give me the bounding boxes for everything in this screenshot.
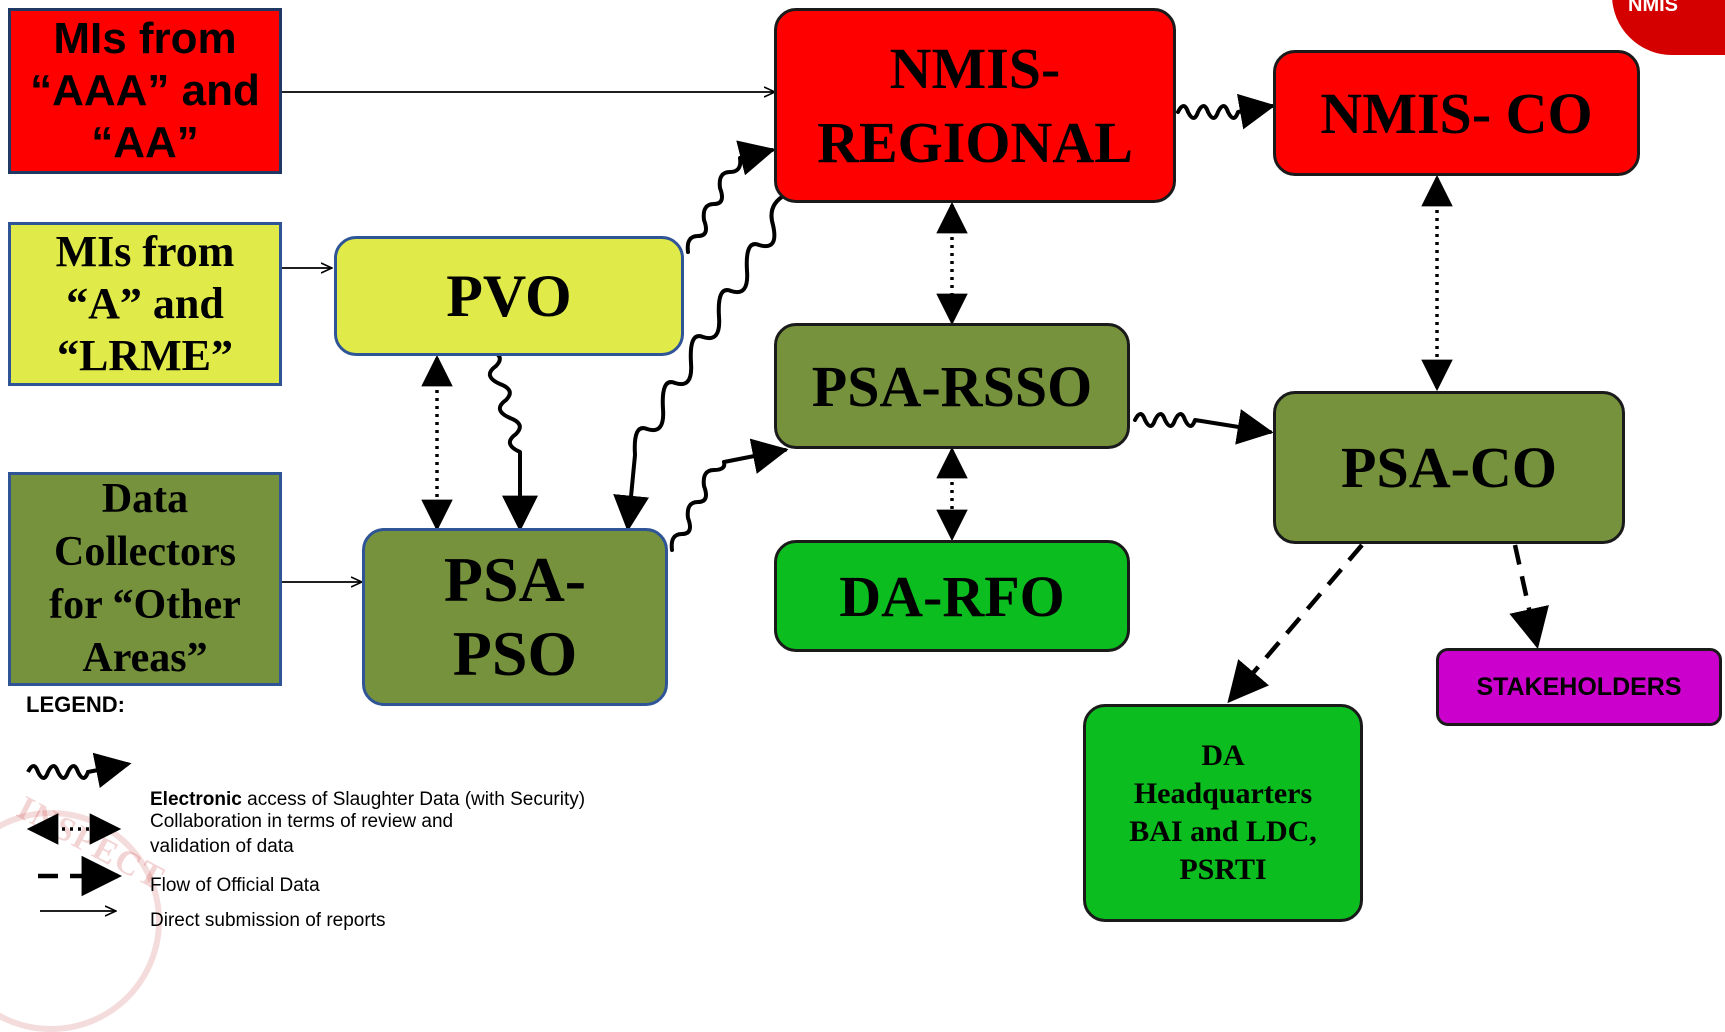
- connector-layer: [26, 0, 1549, 929]
- da-headquarters-box: DA Headquarters BAI and LDC, PSRTI: [1083, 704, 1363, 922]
- data-collectors-box: Data Collectors for “Other Areas”: [8, 472, 282, 686]
- legend-collaboration-text: Collaboration in terms of review and val…: [150, 811, 454, 857]
- electronic-arrow-rsso-to-psa-co: [1133, 409, 1274, 445]
- nmis-logo-text: NMIS: [1628, 0, 1678, 16]
- nmis-co-box: NMIS- CO: [1273, 50, 1640, 176]
- legend-electronic-rest: access of Slaughter Data (with Security): [241, 789, 586, 810]
- legend-electronic-sample: [26, 752, 132, 789]
- legend-direct-text: Direct submission of reports: [150, 910, 386, 931]
- legend-title: LEGEND:: [26, 692, 125, 717]
- official-arrow-psa-co-to-da-hq: [1227, 543, 1364, 704]
- legend-official-text: Flow of Official Data: [150, 875, 320, 896]
- pvo-box: PVO: [334, 236, 684, 356]
- psa-rsso-box: PSA-RSSO: [774, 323, 1130, 449]
- electronic-arrow-nmis-regional-to-co: [1176, 93, 1276, 130]
- da-rfo-box: DA-RFO: [774, 540, 1130, 652]
- mis-a-lrme-box: MIs from “A” and “LRME”: [8, 222, 282, 386]
- electronic-arrow-pvo-to-nmis-regional: [685, 140, 776, 254]
- mis-aaa-box: MIs from “AAA” and “AA”: [8, 8, 282, 174]
- stakeholders-box: STAKEHOLDERS: [1436, 648, 1722, 726]
- electronic-arrow-pso-to-rsso: [669, 438, 789, 552]
- psa-co-box: PSA-CO: [1273, 391, 1625, 544]
- electronic-arrow-nmis-regional-to-pso: [613, 193, 787, 532]
- legend-electronic-text: Electronic access of Slaughter Data (wit…: [150, 762, 585, 812]
- nmis-regional-box: NMIS- REGIONAL: [774, 8, 1176, 203]
- legend-electronic-bold: Electronic: [150, 789, 242, 810]
- psa-pso-box: PSA- PSO: [362, 528, 668, 706]
- electronic-arrow-pvo-to-pso: [488, 348, 538, 532]
- official-arrow-psa-co-to-stakeholders: [1509, 544, 1549, 649]
